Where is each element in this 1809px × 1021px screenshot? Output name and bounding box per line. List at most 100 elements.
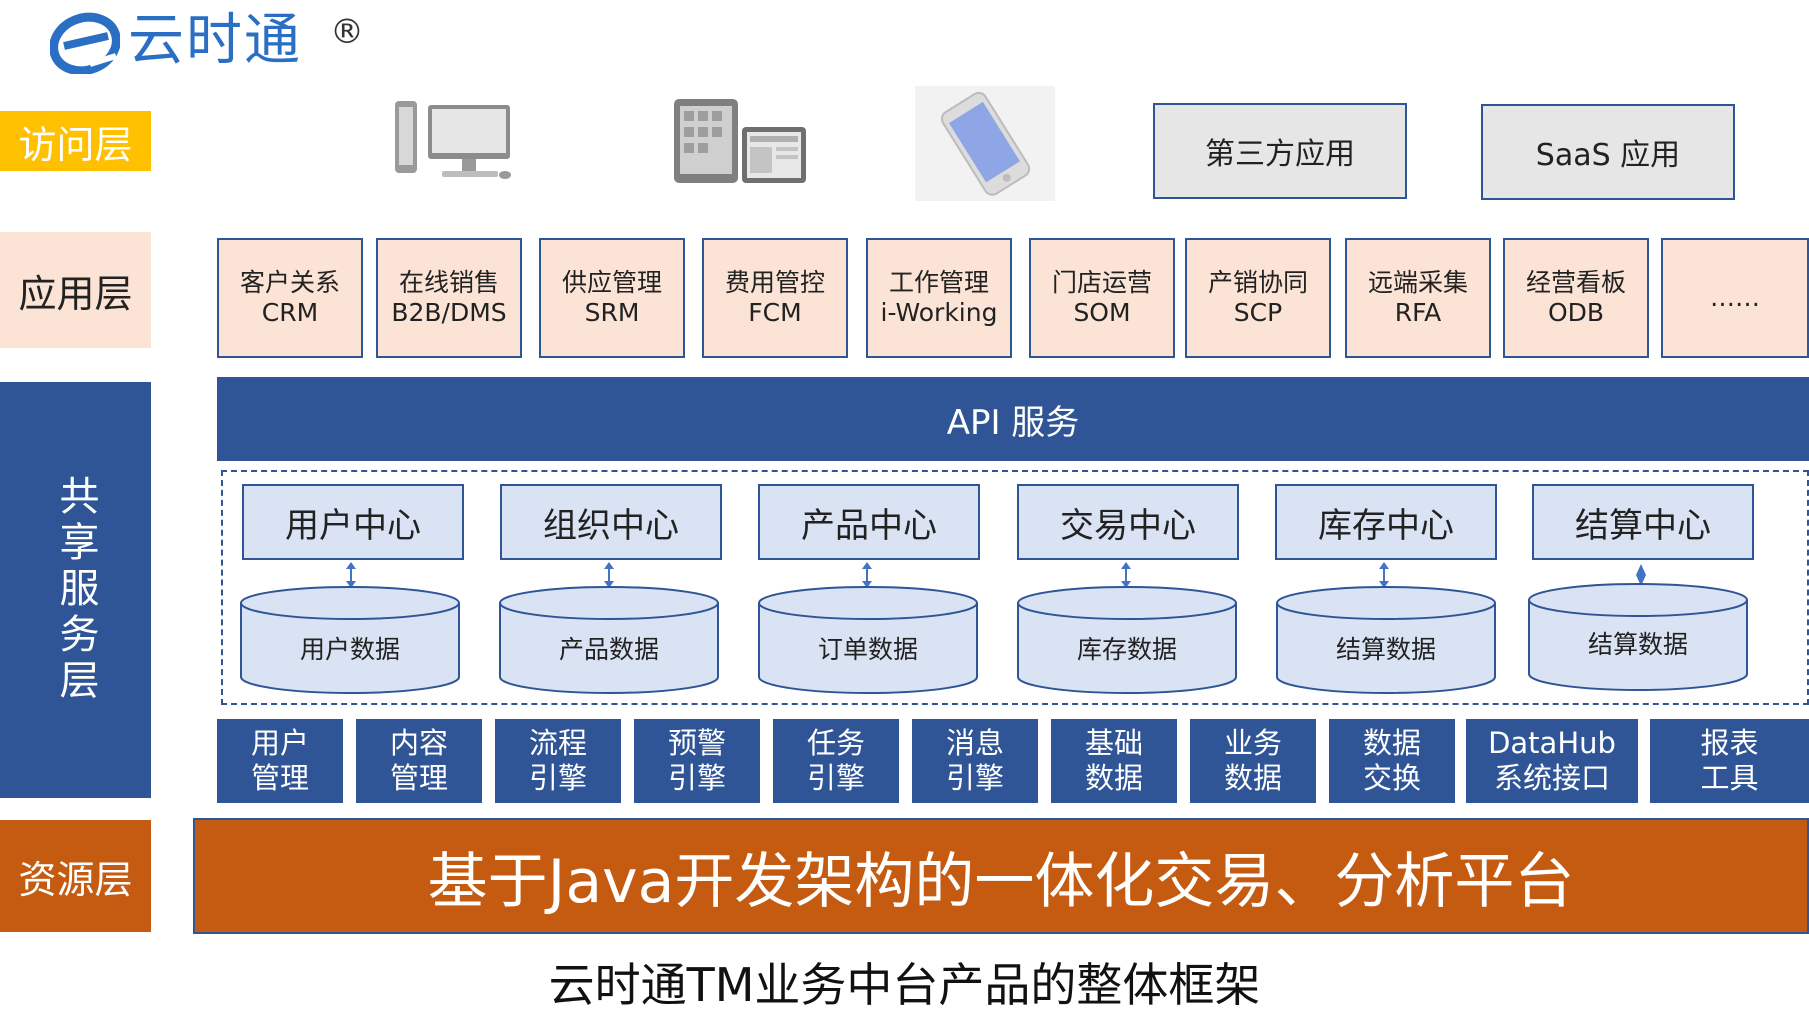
service-line1: 内容 <box>389 726 448 760</box>
service-line1: 用户 <box>250 726 309 760</box>
center-product: 产品中心 <box>758 484 980 560</box>
service-content-management: 内容 管理 <box>356 719 482 803</box>
app-module-name: 供应管理 <box>561 268 662 297</box>
bidirectional-arrow-icon <box>1379 562 1389 588</box>
app-module-name: 经营看板 <box>1525 268 1626 297</box>
app-module-crm: 客户关系 CRM <box>217 238 363 358</box>
app-module-odb: 经营看板 ODB <box>1503 238 1649 358</box>
center-settlement: 结算中心 <box>1532 484 1754 560</box>
api-service-bar: API 服务 <box>217 377 1809 461</box>
app-module-code: FCM <box>748 298 802 327</box>
service-line1: 基础 <box>1084 726 1143 760</box>
app-module-more: …… <box>1661 238 1809 358</box>
bidirectional-arrow-icon <box>1636 564 1646 586</box>
service-line2: 引擎 <box>945 761 1004 795</box>
bidirectional-arrow-icon <box>862 562 872 588</box>
database-cylinder-icon <box>240 586 460 694</box>
bidirectional-arrow-icon <box>604 562 614 588</box>
database-label: 库存数据 <box>1076 635 1177 664</box>
service-line2: 管理 <box>389 761 448 795</box>
service-line1: 消息 <box>945 726 1004 760</box>
saas-app-box: SaaS 应用 <box>1481 104 1735 200</box>
database-label: 产品数据 <box>558 635 659 664</box>
app-module-name: 工作管理 <box>888 268 989 297</box>
service-line2: 引擎 <box>667 761 726 795</box>
database-cylinder-icon <box>1528 583 1748 691</box>
app-module-code: CRM <box>261 298 319 327</box>
service-line2: 引擎 <box>528 761 587 795</box>
database-label: 结算数据 <box>1587 630 1688 659</box>
service-business-data: 业务 数据 <box>1190 719 1316 803</box>
tablet-icon <box>665 92 815 192</box>
database-cylinder-icon <box>1017 586 1237 694</box>
app-module-srm: 供应管理 SRM <box>539 238 685 358</box>
service-line1: 流程 <box>528 726 587 760</box>
service-master-data: 基础 数据 <box>1051 719 1177 803</box>
app-module-fcm: 费用管控 FCM <box>702 238 848 358</box>
service-line1: 预警 <box>667 726 726 760</box>
app-module-code: SOM <box>1073 298 1131 327</box>
bidirectional-arrow-icon <box>1121 562 1131 588</box>
bidirectional-arrow-icon <box>346 562 356 588</box>
desktop-computer-icon <box>385 92 525 192</box>
app-module-b2b-dms: 在线销售 B2B/DMS <box>376 238 522 358</box>
app-module-name: 门店运营 <box>1051 268 1152 297</box>
service-data-exchange: 数据 交换 <box>1329 719 1455 803</box>
database-label: 订单数据 <box>817 635 918 664</box>
app-module-name: 远端采集 <box>1367 268 1468 297</box>
layer-label-application: 应用层 <box>0 232 151 348</box>
app-module-code: RFA <box>1394 298 1442 327</box>
app-module-name: 费用管控 <box>724 268 825 297</box>
service-line2: 数据 <box>1223 761 1282 795</box>
third-party-app-box: 第三方应用 <box>1153 103 1407 199</box>
app-module-code: B2B/DMS <box>391 298 507 327</box>
service-message-engine: 消息 引擎 <box>912 719 1038 803</box>
app-module-rfa: 远端采集 RFA <box>1345 238 1491 358</box>
app-module-name: 在线销售 <box>398 268 499 297</box>
app-module-code: i-Working <box>880 298 998 327</box>
app-module-i-working: 工作管理 i-Working <box>866 238 1012 358</box>
app-module-name: 客户关系 <box>239 268 340 297</box>
service-line2: 数据 <box>1084 761 1143 795</box>
center-user: 用户中心 <box>242 484 464 560</box>
resource-platform-bar: 基于Java开发架构的一体化交易、分析平台 <box>193 818 1809 934</box>
database-cylinder-icon <box>499 586 719 694</box>
service-task-engine: 任务 引擎 <box>773 719 899 803</box>
service-line1: 报表 <box>1700 726 1759 760</box>
logo-registered-mark: ® <box>330 12 364 52</box>
service-line2: 引擎 <box>806 761 865 795</box>
business-center-frame <box>221 470 1809 705</box>
service-line1: 业务 <box>1223 726 1282 760</box>
smartphone-icon <box>915 86 1055 201</box>
logo-text: 云时通 <box>128 8 302 73</box>
service-line1: 任务 <box>806 726 865 760</box>
layer-label-resource: 资源层 <box>0 820 151 932</box>
center-inventory: 库存中心 <box>1275 484 1497 560</box>
app-module-som: 门店运营 SOM <box>1029 238 1175 358</box>
center-transaction: 交易中心 <box>1017 484 1239 560</box>
service-line2: 工具 <box>1700 761 1759 795</box>
layer-label-shared-services: 共享服务层 <box>0 382 151 798</box>
service-line1: 数据 <box>1362 726 1421 760</box>
app-module-code: SCP <box>1233 298 1283 327</box>
app-module-scp: 产销协同 SCP <box>1185 238 1331 358</box>
database-label: 用户数据 <box>299 635 400 664</box>
layer-label-access: 访问层 <box>0 111 151 171</box>
app-module-name: 产销协同 <box>1207 268 1308 297</box>
service-line1: DataHub <box>1488 726 1616 760</box>
center-organization: 组织中心 <box>500 484 722 560</box>
app-module-code: SRM <box>584 298 640 327</box>
service-line2: 管理 <box>250 761 309 795</box>
database-cylinder-icon <box>1276 586 1496 694</box>
database-label: 结算数据 <box>1335 635 1436 664</box>
logo-e-icon <box>50 12 120 74</box>
service-line2: 交换 <box>1362 761 1421 795</box>
database-cylinder-icon <box>758 586 978 694</box>
service-workflow-engine: 流程 引擎 <box>495 719 621 803</box>
diagram-caption: 云时通TM业务中台产品的整体框架 <box>548 958 1261 1012</box>
service-user-management: 用户 管理 <box>217 719 343 803</box>
app-module-name: …… <box>1710 283 1760 312</box>
service-report-tools: 报表 工具 <box>1650 719 1809 803</box>
service-datahub-interface: DataHub 系统接口 <box>1466 719 1638 803</box>
service-alert-engine: 预警 引擎 <box>634 719 760 803</box>
